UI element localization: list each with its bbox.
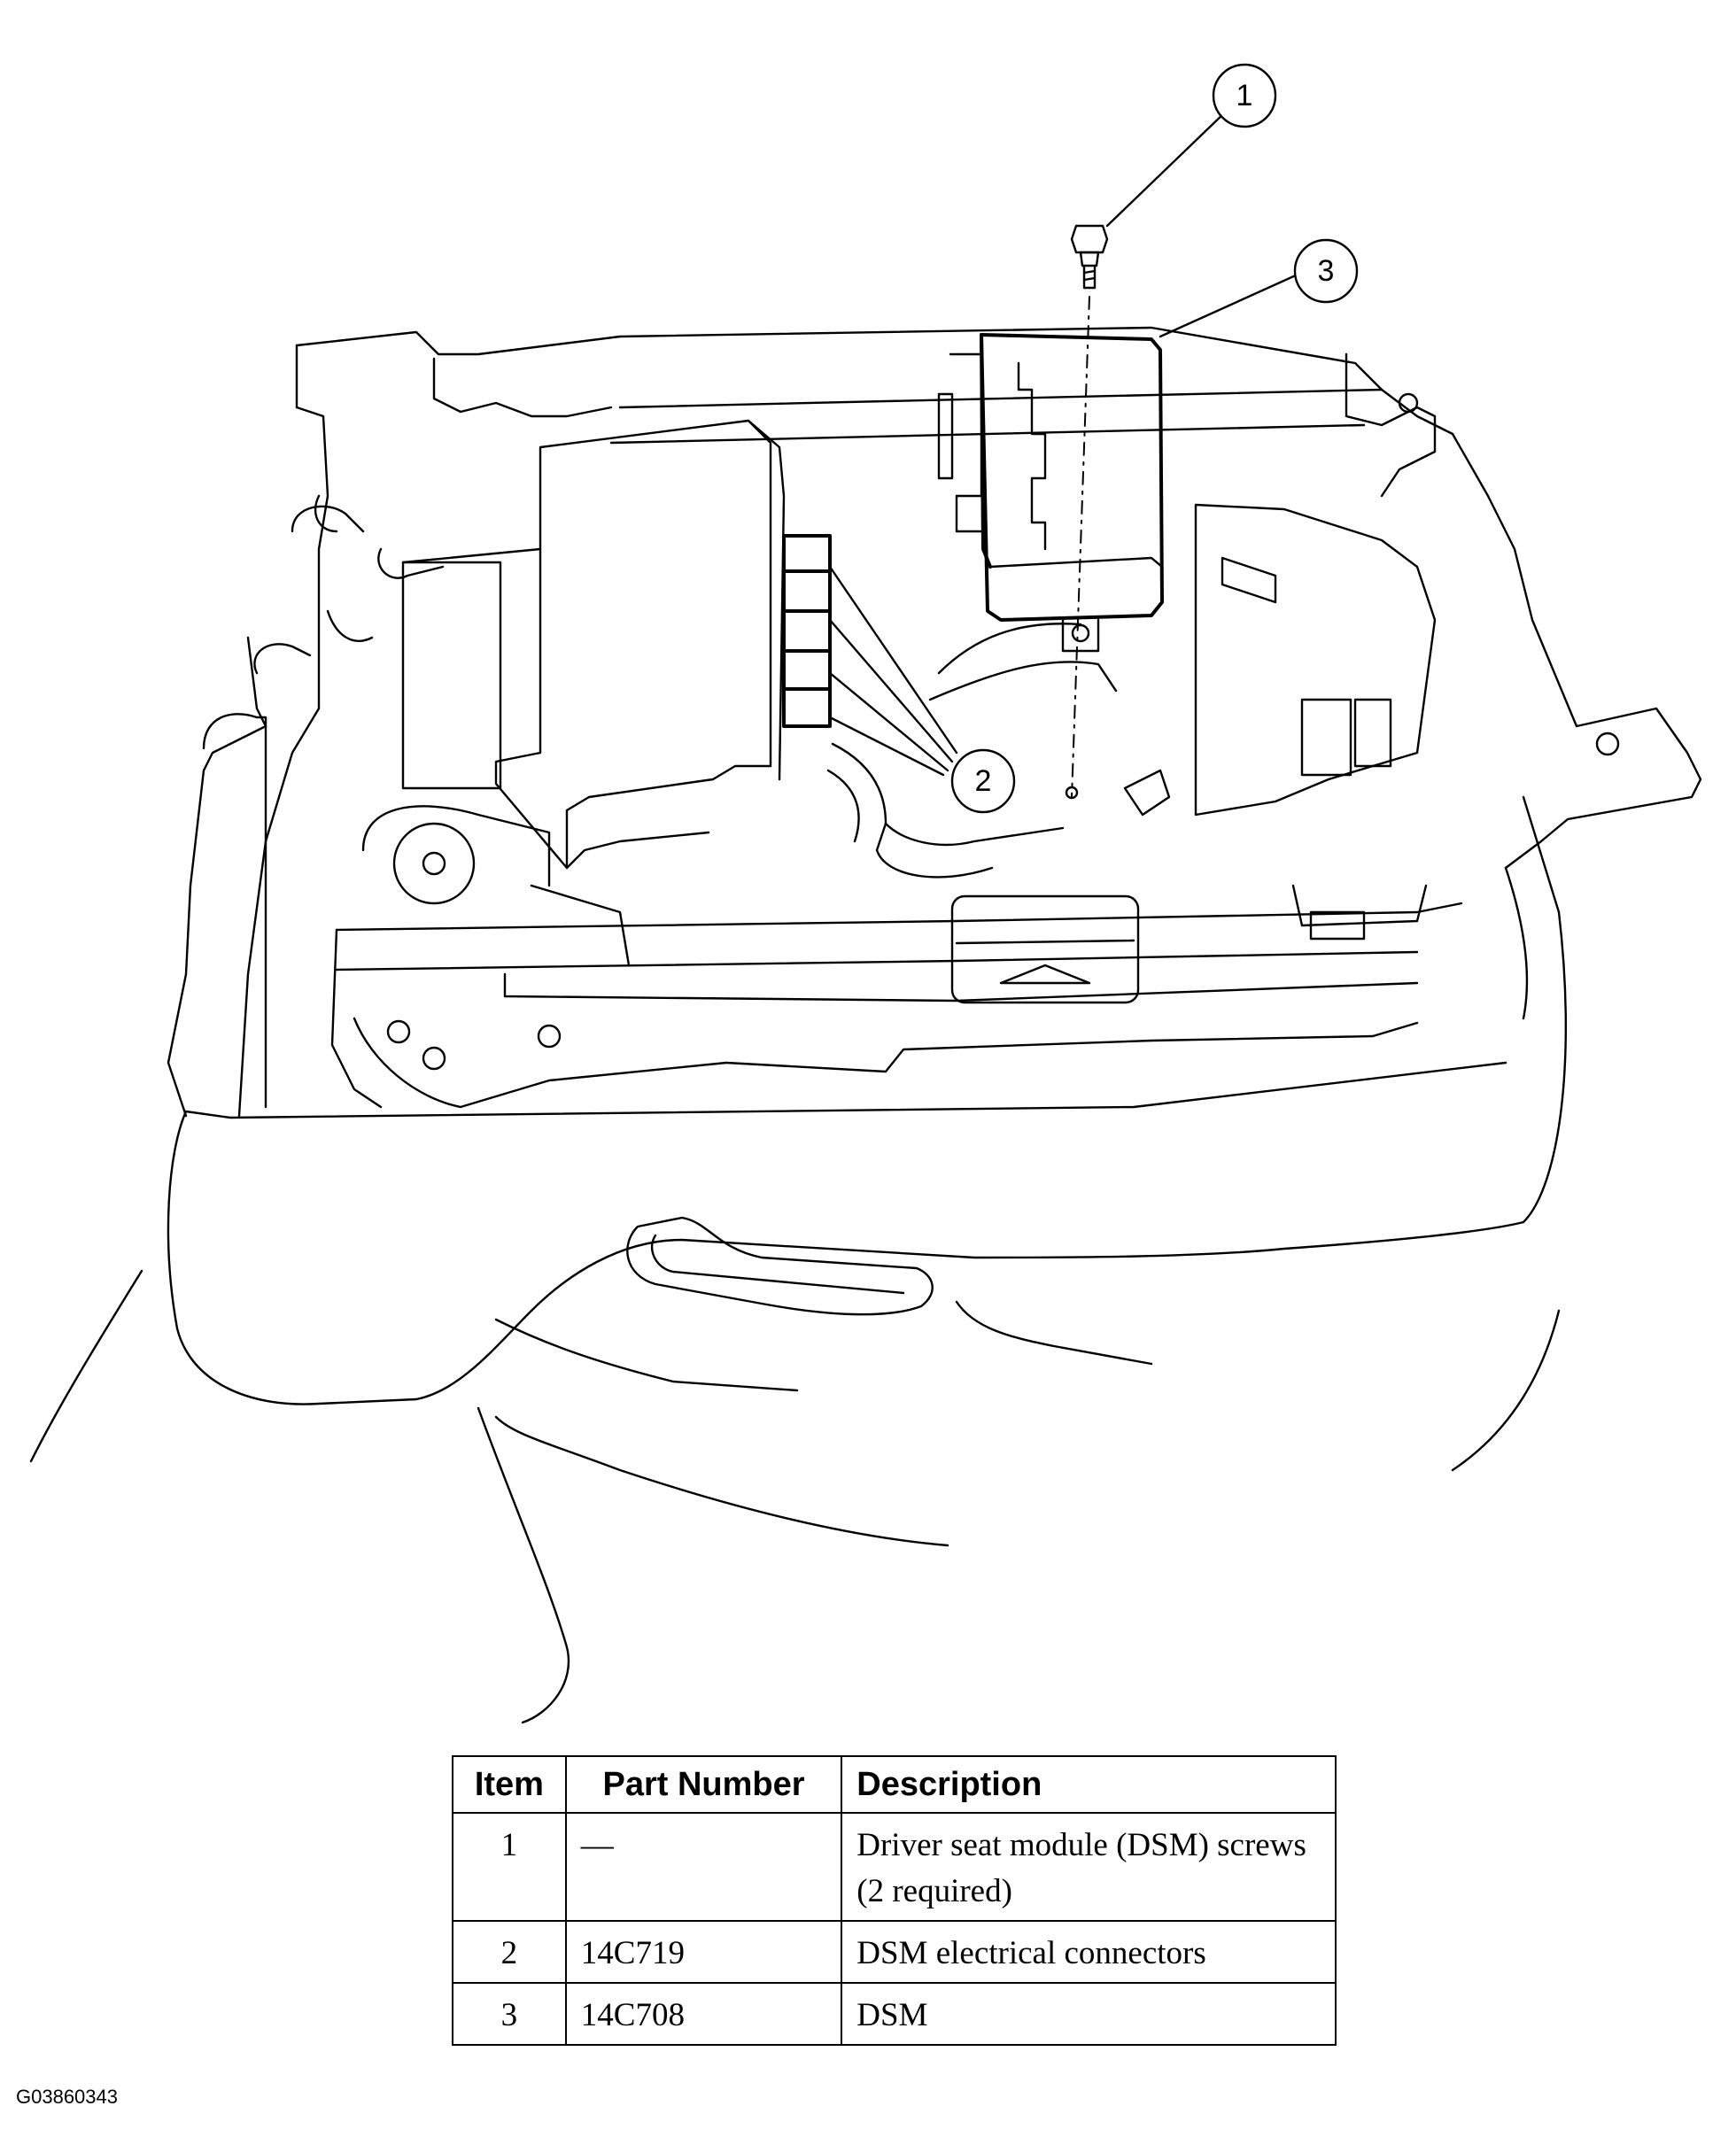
callout-3-leader	[1159, 273, 1299, 338]
header-part-number: Part Number	[564, 1755, 843, 1814]
module-housing-cover	[494, 419, 1437, 870]
callout-2: 2	[950, 748, 1016, 814]
seat-frame	[167, 326, 1702, 1118]
screw-centerline	[1071, 296, 1090, 798]
table-row: 1 — Driver seat module (DSM) screws (2 r…	[452, 1812, 1337, 1922]
mount-hole	[1065, 786, 1079, 800]
callout-2-label: 2	[975, 764, 992, 798]
driver-seat-module	[937, 333, 1164, 653]
header-description: Description	[841, 1755, 1337, 1814]
seat-module-illustration: 1 2 3	[29, 63, 1702, 1724]
row-item: 2	[452, 1920, 567, 1984]
callout-1: 1	[1212, 63, 1277, 128]
figure-code: G03860343	[16, 2086, 118, 2108]
callout-3-label: 3	[1318, 254, 1335, 288]
row-part-number: 14C708	[564, 1982, 843, 2046]
row-item: 1	[452, 1812, 567, 1922]
callout-1-leader	[1105, 109, 1228, 228]
row-description: DSM electrical connectors	[841, 1920, 1337, 1984]
row-item: 3	[452, 1982, 567, 2046]
row-part-number: —	[564, 1812, 843, 1922]
header-item: Item	[452, 1755, 567, 1814]
row-part-number: 14C719	[564, 1920, 843, 1984]
table-row: 3 14C708 DSM	[452, 1982, 1337, 2046]
seat-cushion	[29, 795, 1568, 1724]
row-description: Driver seat module (DSM) screws (2 requi…	[841, 1812, 1337, 1922]
table-header-row: Item Part Number Description	[452, 1755, 1337, 1814]
seat-motor-housing	[202, 494, 542, 1109]
dsm-electrical-connectors	[782, 534, 958, 777]
wiring-harness	[826, 623, 1171, 879]
callout-1-label: 1	[1236, 79, 1253, 112]
table-row: 2 14C719 DSM electrical connectors	[452, 1920, 1337, 1984]
dsm-screw	[1070, 224, 1109, 290]
callout-3: 3	[1293, 238, 1359, 304]
row-description: DSM	[841, 1982, 1337, 2046]
parts-table: Item Part Number Description 1 — Driver …	[452, 1755, 1337, 2046]
